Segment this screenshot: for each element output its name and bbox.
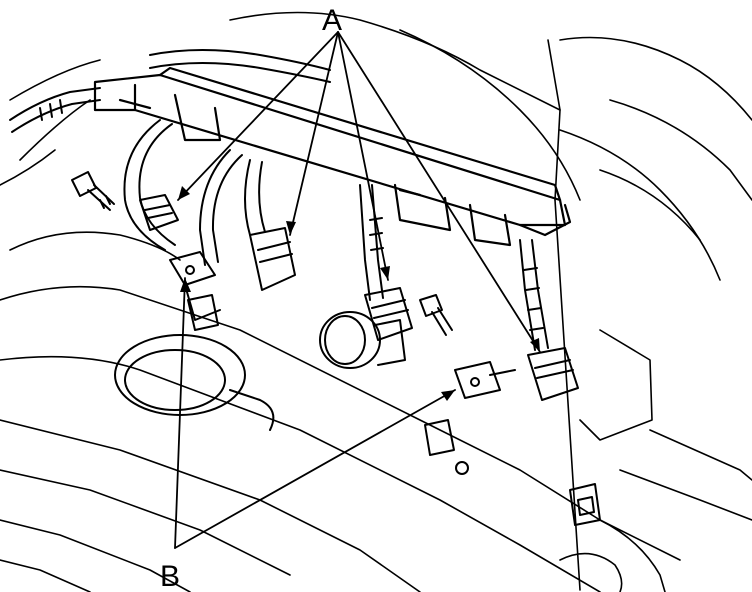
leader-lines-a [177, 31, 541, 353]
pressure-regulator [319, 311, 406, 369]
bolt-right [419, 294, 453, 336]
bolt-left [71, 171, 115, 211]
leader-arrowheads-a [178, 186, 540, 352]
injector-connector-1 [123, 119, 179, 251]
harness-bracket-right [454, 361, 516, 399]
leader-arrowheads-b [180, 278, 455, 401]
leader-lines-b [174, 277, 456, 549]
callout-label-a: A [322, 4, 342, 37]
harness-bracket-left [169, 251, 221, 321]
leader-lines-right [547, 39, 581, 591]
engine-block-background [0, 11, 752, 592]
callout-label-b: B [160, 560, 180, 592]
injector-bodies [187, 294, 601, 526]
injector-connector-2 [199, 149, 296, 291]
throttle-opening [114, 334, 275, 431]
injector-connector-4 [519, 239, 579, 401]
wiring-harness [9, 49, 331, 133]
fuel-rail [93, 66, 572, 247]
